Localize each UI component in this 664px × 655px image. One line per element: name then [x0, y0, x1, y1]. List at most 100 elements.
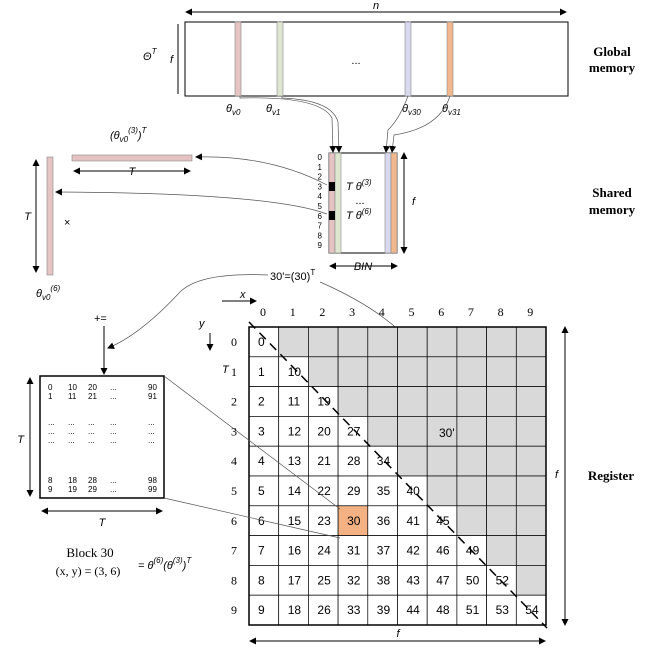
register-f-bottom-label: f	[396, 628, 400, 640]
register-cell	[486, 416, 517, 447]
theta-v0-column	[234, 21, 242, 97]
register-cell-value: 47	[436, 573, 450, 587]
register-cell	[486, 445, 517, 477]
connector-bottom	[163, 497, 341, 539]
block-formula-line1: Block 30	[66, 545, 113, 560]
register-cell	[515, 505, 547, 536]
register-cell	[248, 594, 280, 626]
register-cell-value: 42	[407, 544, 421, 558]
block-formula-line2: (x, y) = (3, 6)	[56, 564, 121, 578]
register-cell	[456, 416, 487, 447]
accum-value: 90	[148, 383, 157, 392]
register-row-index: 8	[231, 573, 237, 587]
accum-value: 21	[88, 392, 97, 401]
accum-value: 8	[48, 476, 53, 485]
theta-v1-label: θv1	[266, 103, 280, 117]
accum-side-label: T	[17, 434, 25, 446]
register-cell-value: 54	[525, 603, 539, 617]
accum-value: ...	[48, 418, 55, 427]
shared-row-index: 0	[318, 153, 323, 162]
arrow-to-col-vector	[55, 188, 328, 215]
register-cell	[426, 565, 458, 596]
shared-black-tile-3	[329, 182, 335, 191]
register-cell-value: 11	[288, 395, 301, 409]
register-row-index: 9	[231, 603, 237, 617]
register-col-index: 2	[319, 305, 325, 319]
register-col-index: 5	[409, 305, 415, 319]
accum-value: ...	[68, 418, 75, 427]
register-cell	[426, 594, 458, 626]
register-cell	[367, 386, 398, 417]
t-marker: T	[222, 364, 230, 376]
shared-row-index: 1	[318, 163, 323, 172]
connector-top	[163, 375, 341, 510]
theta-v1-column	[276, 21, 284, 97]
n-width-label: n	[373, 0, 379, 12]
accum-value: 11	[68, 392, 77, 401]
theta-v0-label: θv0	[226, 103, 241, 117]
register-cell-value: 32	[347, 573, 361, 587]
register-cell	[337, 594, 369, 626]
register-cell	[278, 594, 309, 626]
register-cell	[337, 356, 369, 387]
register-cell	[367, 416, 398, 447]
accum-value: ...	[88, 427, 95, 436]
row-vector-length-label: T	[129, 166, 137, 178]
shared-row-index: 8	[318, 231, 323, 240]
register-cell	[367, 475, 398, 507]
register-row-index: 3	[231, 424, 237, 438]
accum-value: ...	[148, 418, 155, 427]
accum-value: 0	[48, 383, 53, 392]
register-cell-value: 49	[466, 544, 480, 558]
register-cell	[308, 356, 339, 387]
register-cell	[278, 326, 309, 358]
register-cell-value: 8	[258, 573, 265, 587]
register-cell-value: 7	[258, 544, 265, 558]
arrow-mapping-to-accum	[107, 274, 269, 349]
register-cell-value: 2	[258, 395, 265, 409]
accum-value: 99	[148, 485, 157, 494]
accum-value: ...	[148, 436, 155, 445]
shared-col-v1	[334, 152, 342, 254]
outer-product-vectors: (θv0(3))T T T × θv0(6)	[24, 126, 193, 302]
register-cell-value: 9	[258, 603, 265, 617]
register-col-index: 4	[379, 305, 385, 319]
register-cell	[515, 386, 547, 417]
shared-black-tile-6	[329, 211, 335, 220]
register-cell	[367, 565, 398, 596]
register-col-index: 9	[527, 305, 533, 319]
accum-value: ...	[68, 427, 75, 436]
accum-value: 29	[88, 485, 97, 494]
accum-value: ...	[110, 427, 117, 436]
theta-v31-label: θv31	[442, 103, 461, 117]
register-cell	[397, 356, 428, 387]
register-cell-value: 39	[377, 603, 391, 617]
register-cell-value: 19	[317, 395, 331, 409]
register-cell	[426, 416, 458, 447]
register-cell-value: 25	[317, 573, 331, 587]
register-cell-value: 35	[377, 484, 391, 498]
register-cell-value: 20	[317, 424, 331, 438]
shared-row-index: 5	[318, 202, 323, 211]
register-cell	[278, 356, 309, 387]
load-arrow-v30	[383, 95, 409, 153]
block-formula: Block 30 (x, y) = (3, 6) = θ(6)(θ(3))T	[56, 545, 193, 578]
register-cell	[337, 505, 369, 536]
register-cell	[456, 356, 487, 387]
register-cell	[456, 326, 487, 358]
register-row-index: 6	[231, 514, 237, 528]
accum-value: 28	[88, 476, 97, 485]
register-label: Register	[588, 468, 634, 483]
accum-value: ...	[110, 436, 117, 445]
register-cell	[367, 505, 398, 536]
accum-value: ...	[110, 476, 117, 485]
register-cell	[486, 475, 517, 507]
diagonal-dashed-line	[248, 321, 548, 629]
register-cell	[308, 565, 339, 596]
register-cell	[515, 565, 547, 596]
